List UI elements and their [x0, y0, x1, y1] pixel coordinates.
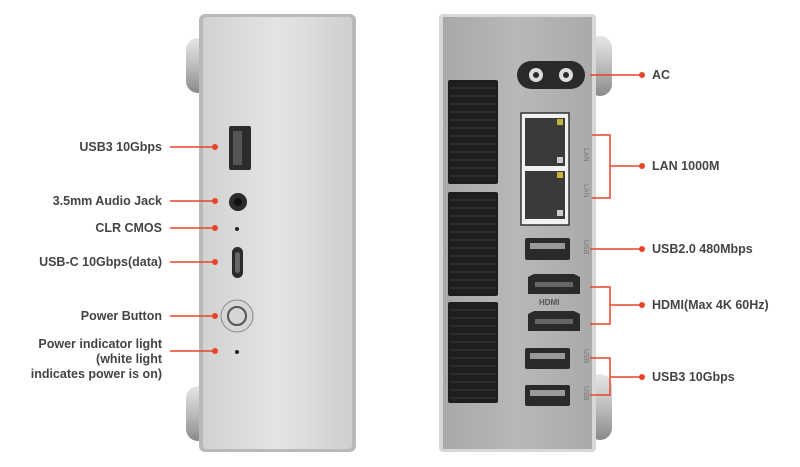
label-usb-c: USB-C 10Gbps(data) [39, 255, 162, 269]
front-leader-lines [170, 144, 218, 354]
usb2-port [525, 238, 570, 260]
label-lan: LAN 1000M [652, 159, 720, 173]
label-usb2: USB2.0 480Mbps [652, 242, 753, 256]
label-ac: AC [652, 68, 671, 82]
clr-cmos-hole [235, 227, 239, 231]
port-marks: LAN LAN USB USB USB HDMI [539, 148, 589, 401]
label-usb3-rear: USB3 10Gbps [652, 370, 735, 384]
label-power-button: Power Button [80, 309, 162, 323]
usb-mark: USB [582, 349, 589, 364]
lan-ports [520, 112, 570, 226]
hdmi-ports [528, 274, 580, 331]
ac-power-port [517, 61, 585, 89]
label-clr-cmos: CLR CMOS [95, 221, 162, 235]
label-audio-jack: 3.5mm Audio Jack [52, 194, 162, 208]
rear-device [439, 14, 612, 452]
power-indicator-led [235, 350, 239, 354]
power-button-icon [220, 299, 254, 333]
usb-a-port [229, 126, 251, 170]
label-usb3-front: USB3 10Gbps [79, 140, 162, 154]
usb-mark: USB [582, 240, 589, 255]
rear-leader-lines [590, 74, 642, 396]
front-device [186, 14, 356, 452]
usb3-ports [525, 348, 570, 406]
lan-mark: LAN [582, 148, 589, 162]
usb-mark: USB [582, 386, 589, 401]
hdmi-mark: HDMI [539, 298, 559, 307]
label-hdmi: HDMI(Max 4K 60Hz) [652, 298, 769, 312]
lan-mark: LAN [582, 184, 589, 198]
label-power-indicator: Power indicator light (white light indic… [30, 337, 162, 381]
vent-grille [448, 80, 498, 403]
